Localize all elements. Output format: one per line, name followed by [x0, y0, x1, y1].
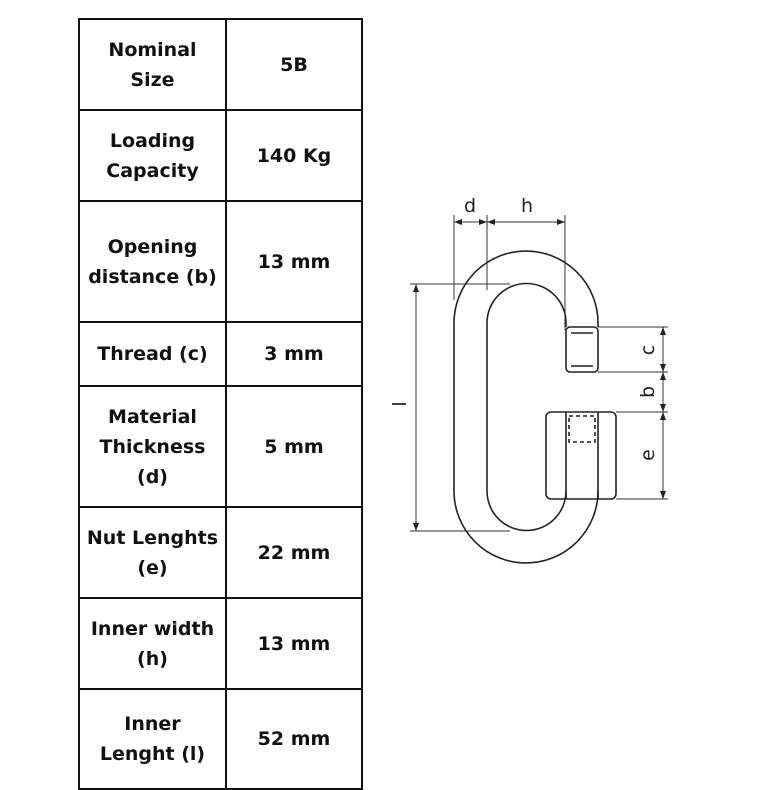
row-label: Inner width (h) — [78, 597, 227, 690]
row-value: 13 mm — [225, 597, 363, 690]
table-row: Opening distance (b) 13 mm — [78, 200, 363, 323]
row-label: Opening distance (b) — [78, 200, 227, 323]
dim-label-l: l — [389, 401, 411, 406]
dim-label-b: b — [637, 386, 659, 398]
table-row: Nut Lenghts (e) 22 mm — [78, 506, 363, 599]
row-value: 13 mm — [225, 200, 363, 323]
dim-label-h: h — [521, 195, 533, 217]
row-label: Nut Lenghts (e) — [78, 506, 227, 599]
row-label: Loading Capacity — [78, 109, 227, 202]
table-row: Inner width (h) 13 mm — [78, 597, 363, 690]
row-value: 22 mm — [225, 506, 363, 599]
dim-label-d: d — [464, 195, 476, 217]
row-label: Material Thickness (d) — [78, 385, 227, 508]
table-row: Material Thickness (d) 5 mm — [78, 385, 363, 508]
table-row: Thread (c) 3 mm — [78, 321, 363, 387]
row-value: 140 Kg — [225, 109, 363, 202]
dimension-lines — [410, 215, 668, 532]
row-label: Thread (c) — [78, 321, 227, 387]
spec-table: Nominal Size 5B Loading Capacity 140 Kg … — [78, 18, 363, 790]
table-row: Loading Capacity 140 Kg — [78, 109, 363, 202]
table-row: Nominal Size 5B — [78, 18, 363, 111]
row-value: 3 mm — [225, 321, 363, 387]
row-value: 5 mm — [225, 385, 363, 508]
quick-link-diagram: d h l c b e — [389, 195, 668, 564]
row-value: 5B — [225, 18, 363, 111]
dim-label-c: c — [637, 345, 659, 355]
row-label: Nominal Size — [78, 18, 227, 111]
quick-link-shape — [453, 250, 617, 564]
dim-label-e: e — [637, 449, 659, 461]
